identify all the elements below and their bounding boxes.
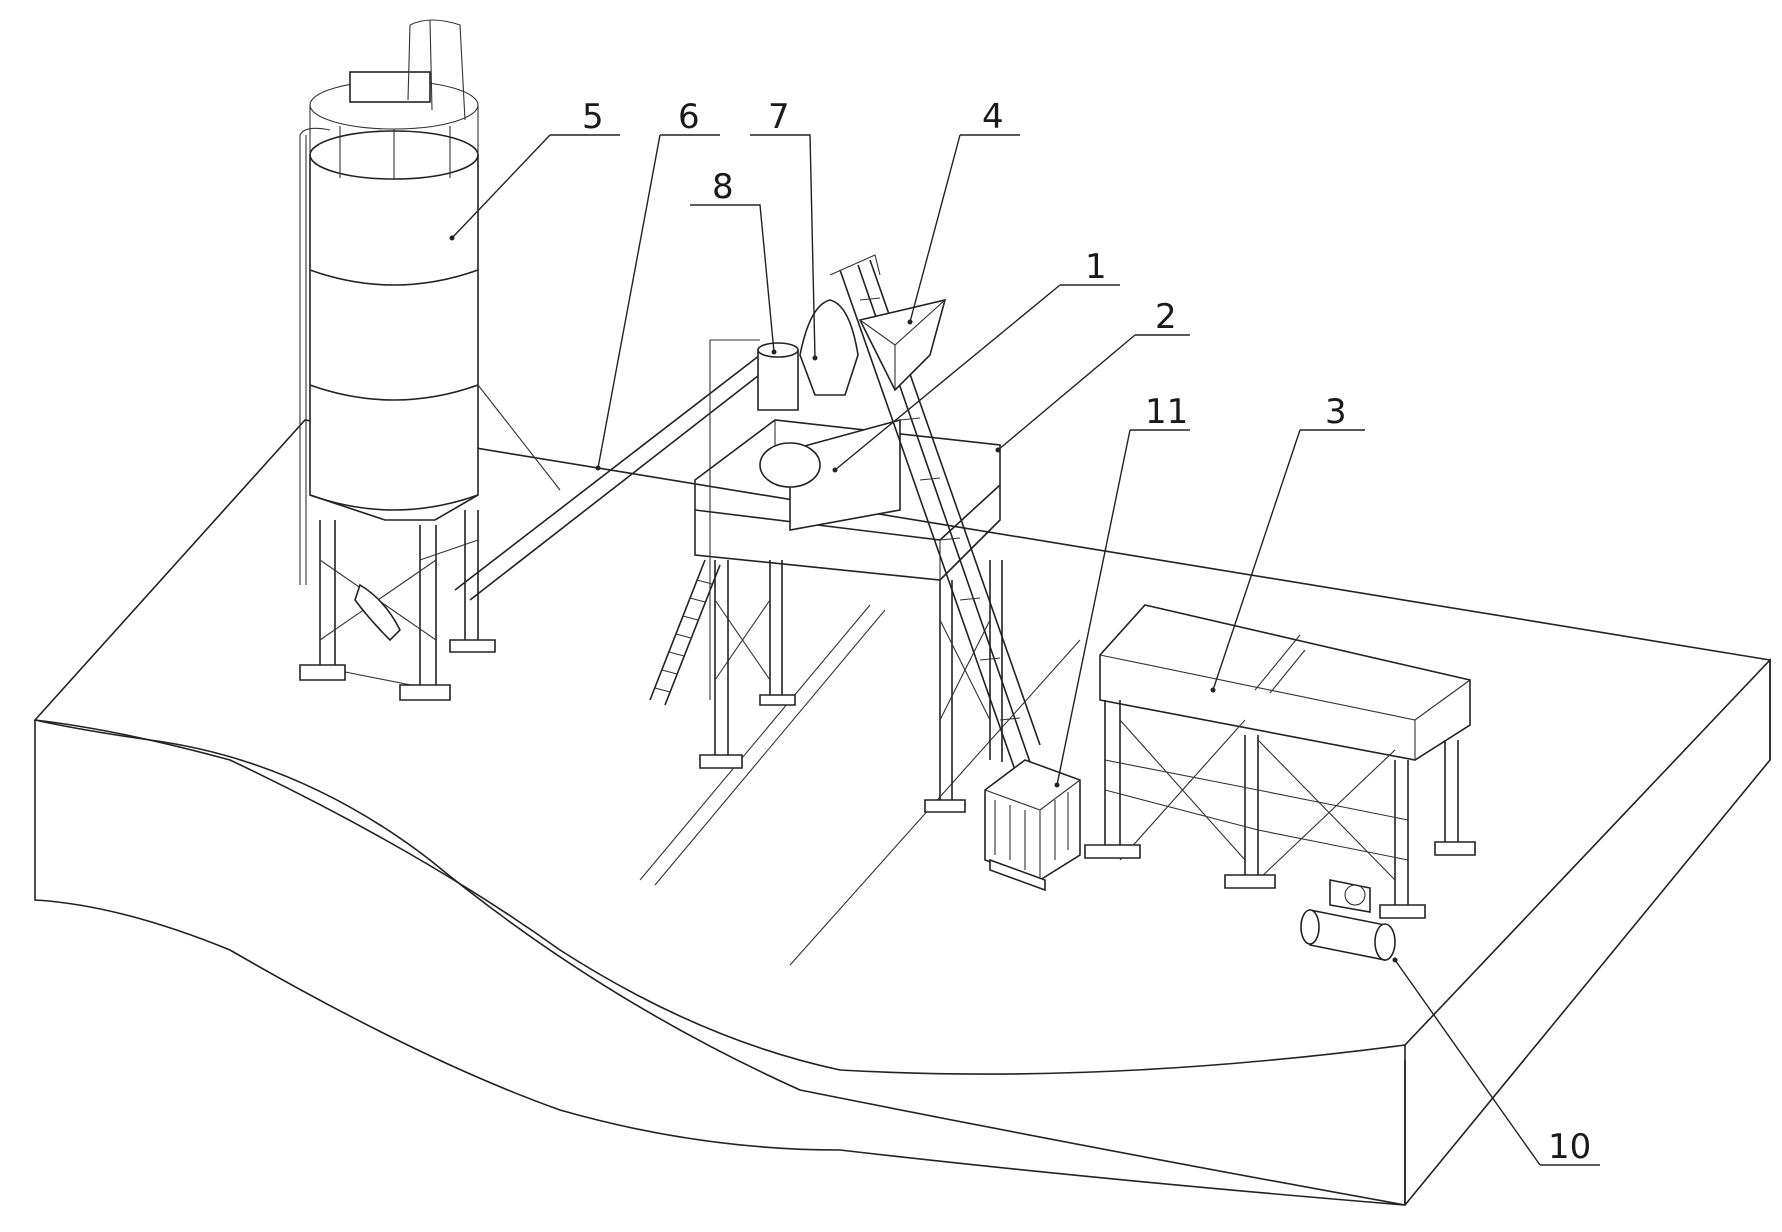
leader-lines xyxy=(449,134,1600,1166)
callout-labels: 5 6 7 8 4 1 2 11 3 10 xyxy=(582,97,1591,1167)
skip-hoist xyxy=(829,254,1041,771)
callout-10: 10 xyxy=(1548,1127,1591,1167)
air-compressor xyxy=(1300,879,1396,961)
callout-11: 11 xyxy=(1145,392,1188,432)
screw-conveyor xyxy=(454,354,773,601)
control-cabin xyxy=(984,759,1081,892)
callout-7: 7 xyxy=(768,97,790,137)
aggregate-batcher xyxy=(1084,604,1476,919)
callout-3: 3 xyxy=(1325,392,1347,432)
callout-2: 2 xyxy=(1155,297,1177,337)
callout-5: 5 xyxy=(582,97,604,137)
cement-silo xyxy=(299,19,496,701)
callout-8: 8 xyxy=(712,167,734,207)
callout-1: 1 xyxy=(1085,247,1107,287)
callout-6: 6 xyxy=(678,97,700,137)
ground-slab xyxy=(33,419,1771,1206)
callout-4: 4 xyxy=(982,97,1004,137)
